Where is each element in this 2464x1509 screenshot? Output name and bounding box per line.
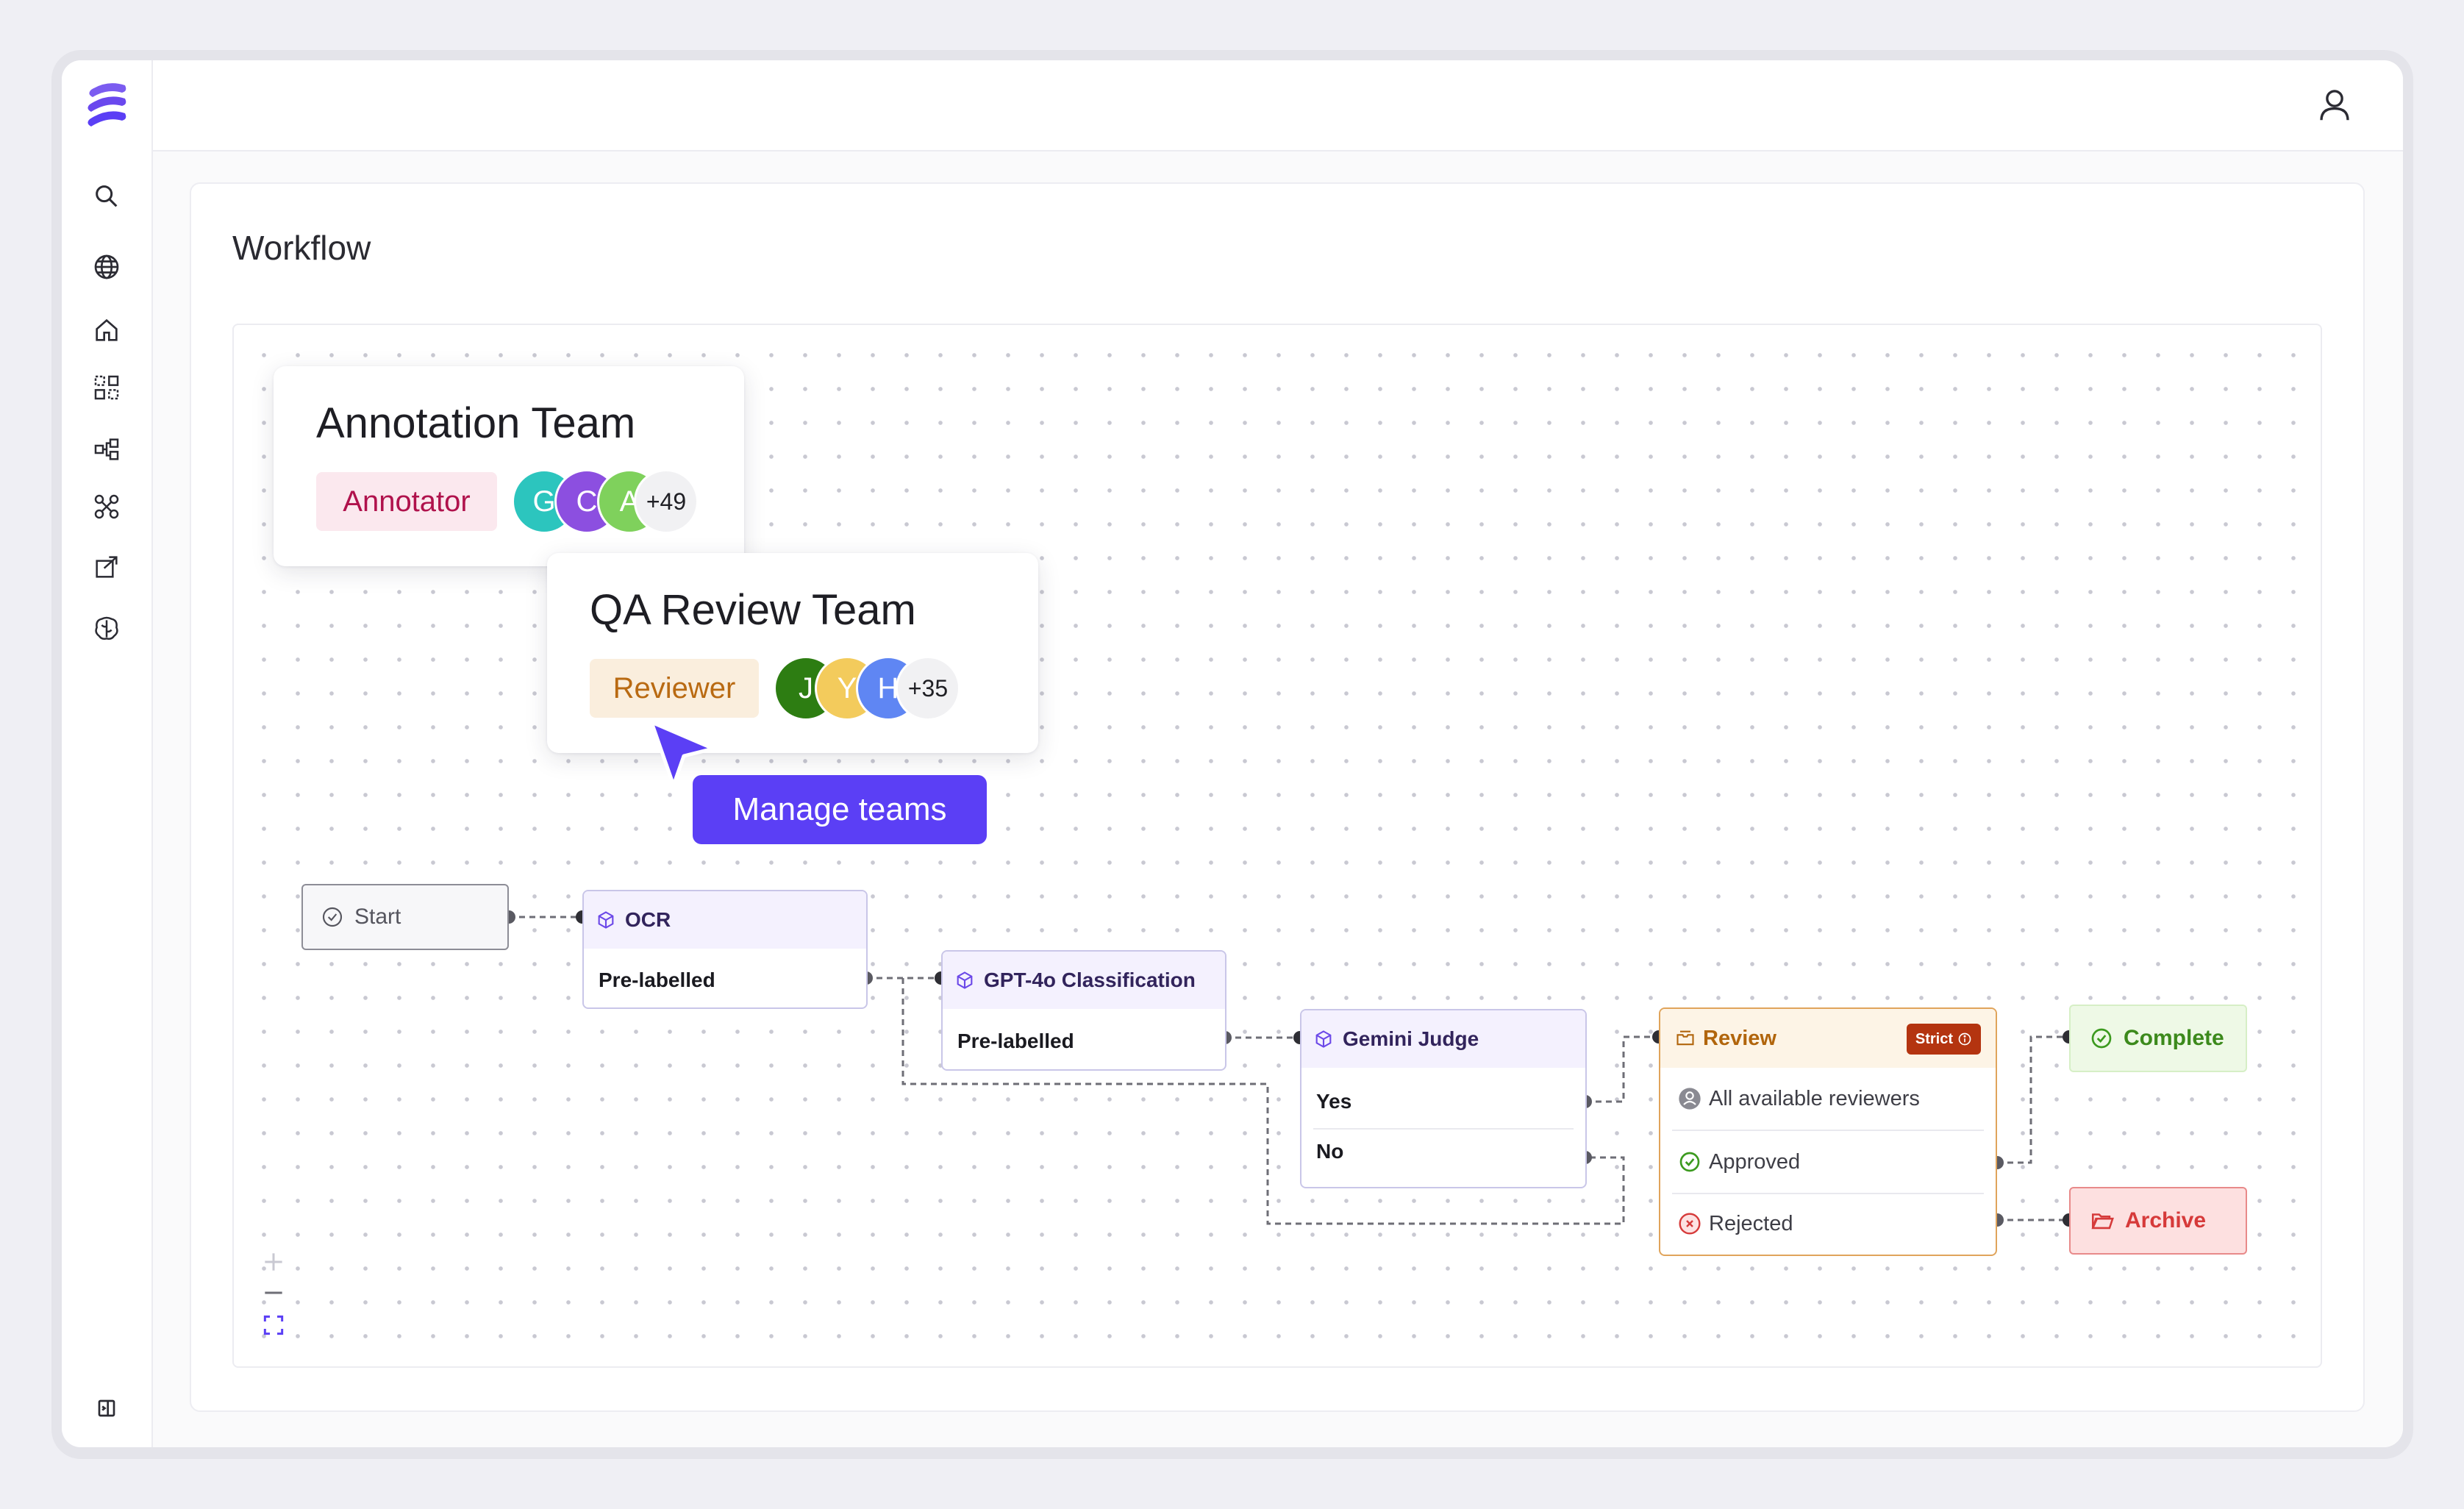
gpt-node[interactable]: GPT-4o Classification Pre-labelled [941, 950, 1226, 1071]
gemini-title: Gemini Judge [1343, 1027, 1479, 1050]
approved-check-icon [1679, 1152, 1700, 1172]
team-title: QA Review Team [590, 586, 916, 634]
brain-icon[interactable] [88, 610, 125, 647]
page-title: Workflow [232, 229, 371, 267]
complete-node[interactable]: Complete [2069, 1005, 2247, 1072]
zoom-out-icon[interactable] [259, 1278, 288, 1308]
qa-review-team-card[interactable]: QA Review Team Reviewer J Y H +35 [547, 553, 1038, 753]
divider [1313, 1128, 1574, 1130]
annotation-icon[interactable] [88, 549, 125, 585]
role-badge: Reviewer [590, 659, 759, 718]
cube-icon [1315, 1030, 1332, 1048]
avatar-more-count: +35 [896, 656, 960, 721]
info-icon [1958, 1032, 1971, 1046]
reviewers-icon [1679, 1088, 1701, 1110]
review-title: Review [1703, 1026, 1776, 1050]
gemini-yes: Yes [1316, 1090, 1352, 1113]
home-icon[interactable] [88, 312, 125, 349]
review-reviewers-row: All available reviewers [1660, 1068, 1996, 1130]
globe-icon[interactable] [88, 249, 125, 285]
archive-node[interactable]: Archive [2069, 1187, 2247, 1255]
rejected-label: Rejected [1709, 1211, 1793, 1235]
strict-badge[interactable]: Strict [1906, 1024, 1981, 1055]
cube-icon [598, 911, 614, 929]
review-approved-row: Approved [1660, 1131, 1996, 1193]
avatar-more-count: +49 [634, 469, 699, 534]
folder-open-icon [2091, 1213, 2114, 1230]
divider [1672, 1130, 1984, 1131]
gemini-node-header: Gemini Judge [1301, 1010, 1585, 1068]
ocr-node[interactable]: OCR Pre-labelled [582, 890, 868, 1009]
model-icon[interactable] [88, 488, 125, 525]
start-label: Start [354, 905, 401, 929]
ocr-title: OCR [625, 908, 671, 931]
gpt-output: Pre-labelled [957, 1030, 1074, 1052]
ocr-node-header: OCR [584, 891, 866, 949]
reviewers-label: All available reviewers [1709, 1086, 1920, 1110]
search-icon[interactable] [88, 178, 125, 215]
divider [1672, 1193, 1984, 1194]
approved-label: Approved [1709, 1149, 1801, 1174]
role-badge: Annotator [316, 472, 497, 531]
check-circle-icon [322, 907, 343, 927]
review-node-header: Review Strict [1660, 1009, 1996, 1068]
complete-label: Complete [2124, 1026, 2224, 1050]
check-circle-icon [2091, 1028, 2112, 1049]
zoom-controls [259, 1247, 288, 1343]
gpt-title: GPT-4o Classification [984, 968, 1196, 991]
gpt-node-header: GPT-4o Classification [943, 952, 1225, 1009]
archive-label: Archive [2125, 1208, 2207, 1232]
annotation-team-card[interactable]: Annotation Team Annotator G C A +49 [274, 366, 744, 566]
review-rejected-row: Rejected [1660, 1193, 1996, 1255]
logo-icon[interactable] [82, 78, 132, 134]
gemini-no: No [1316, 1140, 1344, 1163]
team-title: Annotation Team [316, 399, 636, 447]
fit-view-icon[interactable] [259, 1310, 288, 1340]
manage-teams-button[interactable]: Manage teams [693, 775, 987, 844]
workflow-icon[interactable] [88, 431, 125, 468]
user-icon[interactable] [2315, 85, 2354, 125]
inbox-icon [1676, 1030, 1694, 1046]
start-node[interactable]: Start [301, 884, 509, 950]
rejected-x-icon [1679, 1213, 1701, 1235]
gemini-node[interactable]: Gemini Judge Yes No [1300, 1009, 1587, 1188]
ocr-output: Pre-labelled [599, 968, 715, 991]
strict-label: Strict [1915, 1030, 1953, 1047]
cube-icon [957, 971, 973, 989]
zoom-in-icon[interactable] [259, 1247, 288, 1277]
grid-icon[interactable] [88, 369, 125, 406]
cursor-pointer-icon [649, 720, 715, 788]
sidebar [62, 60, 153, 1447]
top-bar [153, 60, 2403, 151]
review-node[interactable]: Review Strict All available reviewers Ap… [1659, 1007, 1997, 1256]
sidebar-toggle-icon[interactable] [88, 1390, 125, 1427]
